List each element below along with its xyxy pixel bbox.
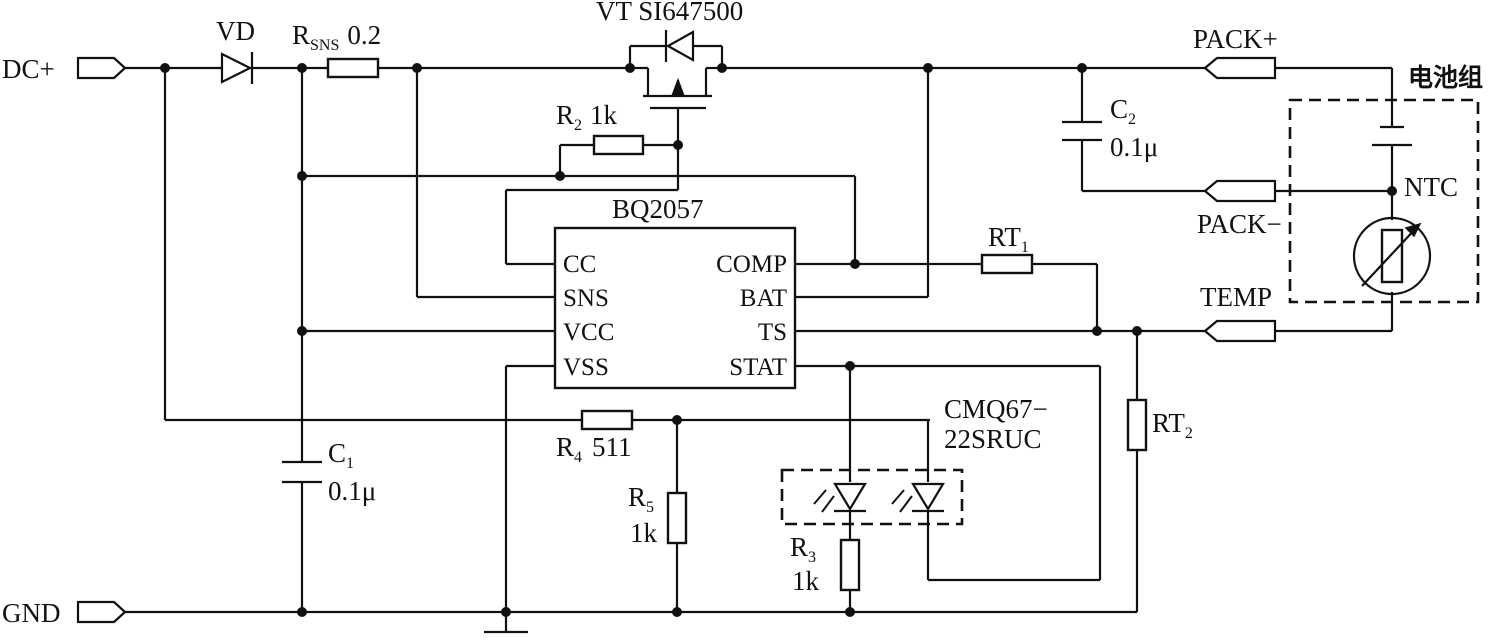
resistor-r4: [580, 409, 634, 431]
label-r3: R3: [790, 532, 816, 566]
label-rt2: RT2: [1152, 408, 1193, 442]
resistor-rt1: [980, 253, 1034, 275]
capacitor-c1: [282, 460, 322, 484]
label-dc-plus: DC+: [2, 54, 55, 84]
terminal-pack-plus: [1203, 56, 1277, 80]
ic-pin-comp: COMP: [716, 251, 787, 278]
label-led-part-1: CMQ67−: [944, 394, 1048, 424]
resistor-r3: [839, 538, 861, 592]
terminal-pack-minus: [1203, 179, 1277, 203]
terminal-gnd: [76, 600, 127, 624]
resistor-rsns: [326, 57, 380, 79]
battery-cell: [1372, 125, 1412, 147]
junction-dots: [160, 63, 1397, 617]
label-pack-plus: PACK+: [1193, 24, 1278, 54]
label-vt: VT SI647500: [596, 0, 743, 26]
ic-pin-vss: VSS: [563, 354, 609, 381]
label-temp: TEMP: [1200, 282, 1272, 312]
resistor-r5: [666, 491, 688, 545]
led-1: [813, 482, 867, 513]
label-c2-value: 0.1μ: [1110, 132, 1158, 162]
label-c1: C1: [328, 438, 354, 472]
ic-pin-stat: STAT: [729, 354, 787, 381]
label-c2: C2: [1110, 94, 1136, 128]
label-led-part-2: 22SRUC: [944, 424, 1042, 454]
ic-pin-ts: TS: [758, 319, 787, 346]
label-r5: R5: [628, 482, 654, 516]
wires: [125, 44, 1394, 632]
resistor-r2: [592, 134, 645, 156]
ic-pin-sns: SNS: [563, 285, 609, 312]
label-ntc: NTC: [1404, 172, 1458, 202]
label-gnd: GND: [2, 598, 61, 628]
ic-pin-bat: BAT: [740, 285, 787, 312]
ntc-thermistor: [1352, 216, 1432, 296]
label-battery-pack: 电池组: [1408, 63, 1483, 92]
led-package-outline: [780, 468, 964, 526]
ic-bq2057: [553, 226, 797, 390]
label-ic-name: BQ2057: [612, 194, 704, 224]
mosfet-body-diode: [664, 30, 695, 62]
ic-pin-cc: CC: [563, 251, 596, 278]
battery-pack-outline: [1288, 98, 1480, 304]
ic-pin-vcc: VCC: [563, 319, 614, 346]
diode-vd: [220, 52, 254, 84]
terminal-temp: [1203, 319, 1277, 343]
label-pack-minus: PACK−: [1197, 209, 1282, 239]
resistor-rt2: [1126, 398, 1148, 452]
label-c1-value: 0.1μ: [328, 476, 376, 506]
capacitor-c2: [1062, 120, 1102, 142]
label-vd: VD: [216, 16, 255, 46]
label-rt1: RT1: [988, 222, 1029, 256]
led-2: [891, 482, 945, 513]
terminal-dc-plus: [76, 56, 127, 80]
mosfet-vt: [643, 77, 712, 110]
label-r5-value: 1k: [630, 518, 658, 548]
label-r3-value: 1k: [792, 566, 820, 596]
